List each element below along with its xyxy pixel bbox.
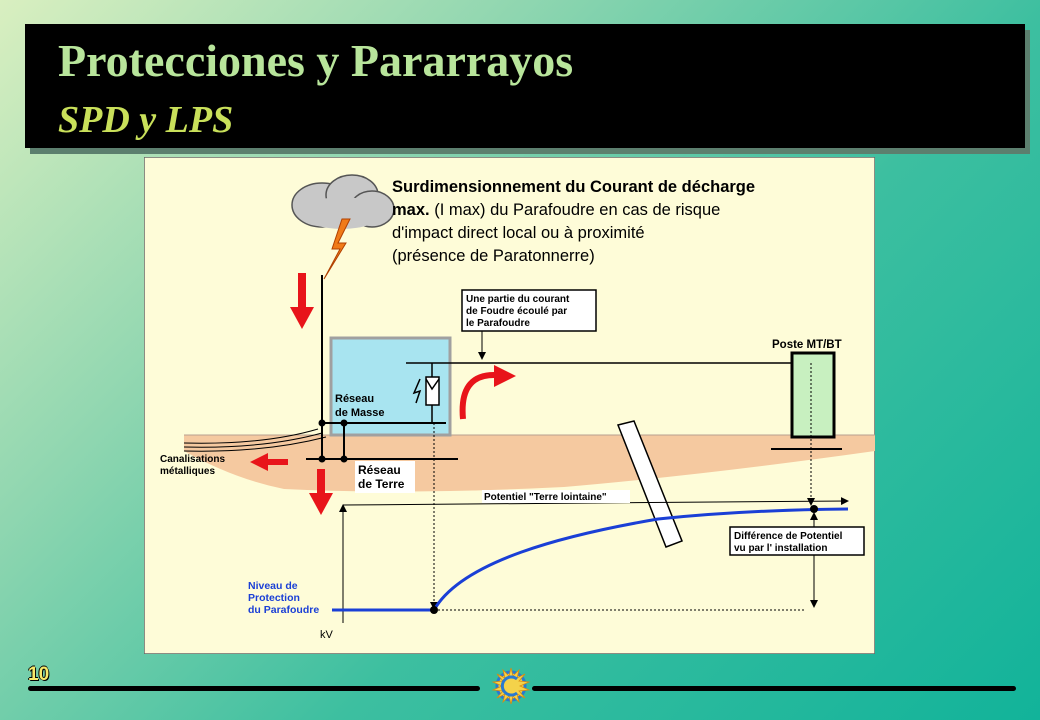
difference-line-2: vu par l' installation (734, 543, 828, 554)
heading-line-3: d'impact direct local ou à proximité (392, 224, 645, 242)
difference-callout-box (729, 526, 865, 556)
red-arrow-curved-icon (459, 365, 516, 420)
poste-label: Poste MT/BT (772, 339, 842, 351)
cloud-icon (291, 174, 395, 229)
reseau-masse-label-1: Réseau (335, 393, 374, 405)
red-arrow-down-icon (290, 273, 314, 329)
canalisations-label-1: Canalisations (160, 454, 225, 465)
potential-curve (332, 507, 849, 612)
red-arrow-down-icon (309, 469, 333, 515)
niveau-label-1: Niveau de (248, 580, 298, 592)
heading-line-2: max. (I max) du Parafoudre en cas de ris… (392, 201, 720, 219)
heading-line-4: (présence de Paratonnerre) (392, 247, 595, 265)
footer-rule-left (28, 686, 480, 691)
footer-rule-right (532, 686, 1016, 691)
company-logo-icon (491, 667, 531, 705)
page-number: 10 (28, 664, 50, 685)
niveau-label-3: du Parafoudre (248, 604, 319, 616)
callout-line-1: Une partie du courant (466, 294, 570, 305)
surge-arrester-icon (412, 363, 440, 423)
heading-line-1: Surdimensionnement du Courant de décharg… (392, 178, 755, 196)
ground-cut-icon (616, 420, 683, 548)
building-icon (329, 336, 452, 437)
lightning-bolt-icon (323, 218, 351, 280)
slide-title: Protecciones y Pararrayos (58, 35, 574, 86)
difference-line-1: Différence de Potentiel (734, 531, 843, 542)
potentiel-label: Potentiel "Terre lointaine" (484, 492, 607, 503)
niveau-label-2: Protection (248, 592, 300, 604)
slide-subtitle: SPD y LPS (58, 99, 234, 141)
poste-transformer-icon (790, 351, 836, 439)
current-callout-box (461, 289, 597, 332)
diagram-panel (144, 157, 875, 654)
canalisations-label-2: métalliques (160, 466, 215, 477)
callout-line-2: de Foudre écoulé par (466, 306, 567, 317)
red-arrow-left-icon (250, 453, 288, 471)
lightning-protection-diagram: Surdimensionnement du Courant de décharg… (144, 157, 875, 654)
reseau-terre-label-2: de Terre (358, 477, 405, 491)
title-box (25, 24, 1025, 148)
reseau-masse-label-2: de Masse (335, 407, 385, 419)
callout-line-3: le Parafoudre (466, 318, 530, 329)
reseau-terre-label-1: Réseau (358, 463, 401, 477)
kv-unit-label: kV (320, 629, 334, 641)
